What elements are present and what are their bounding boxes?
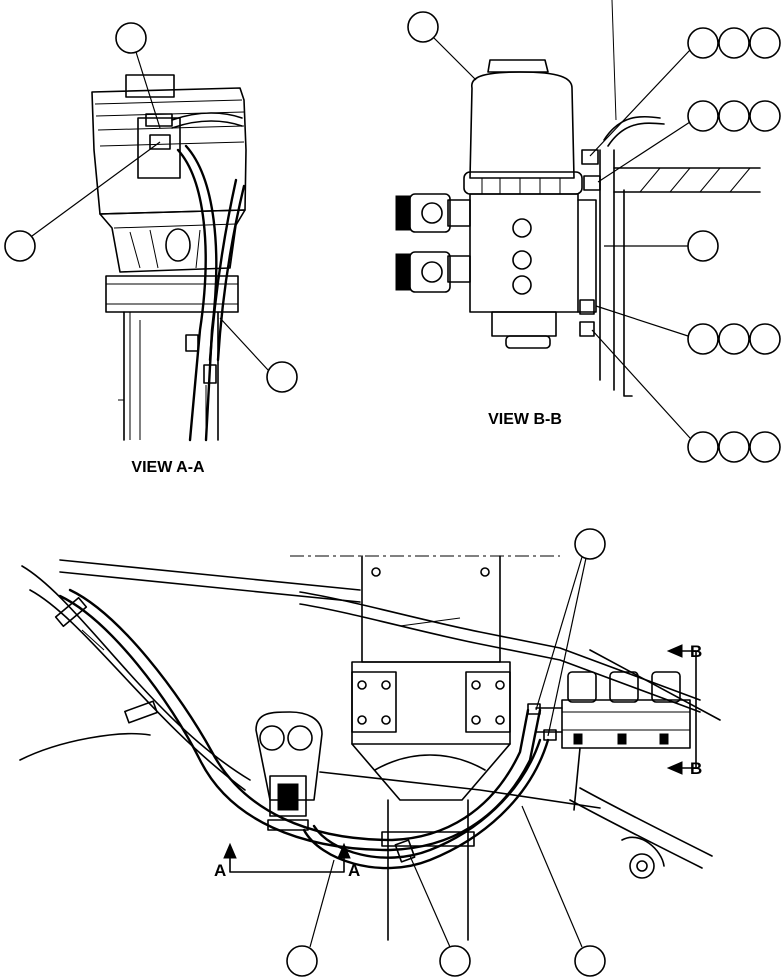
callout-m4 — [521, 805, 606, 977]
section-marker-a: A A — [214, 842, 360, 880]
callout-m2 — [286, 859, 335, 977]
view-b-caption: VIEW B-B — [488, 411, 562, 428]
view-a-caption: VIEW A-A — [131, 459, 205, 476]
callout-b5-group — [595, 305, 781, 355]
callout-b2-group — [589, 27, 781, 157]
callout-m3 — [409, 855, 471, 977]
callout-b6-group — [591, 329, 781, 463]
callout-b1 — [407, 11, 477, 81]
section-marker-b-top: B — [690, 642, 702, 661]
section-marker-a-left: A — [214, 861, 226, 880]
callout-m1 — [535, 528, 606, 737]
section-marker-a-right: A — [348, 861, 360, 880]
section-marker-b-bottom: B — [690, 759, 702, 778]
section-marker-b: B B — [666, 642, 702, 778]
view-a-a-drawing — [91, 74, 247, 442]
callout-b3-group — [597, 100, 781, 183]
view-b-b-drawing — [395, 0, 761, 397]
main-assembly-drawing — [19, 555, 721, 941]
callout-a2 — [4, 141, 161, 262]
callout-a1 — [115, 22, 161, 129]
callout-b4 — [604, 230, 719, 262]
callout-a3 — [219, 317, 298, 393]
